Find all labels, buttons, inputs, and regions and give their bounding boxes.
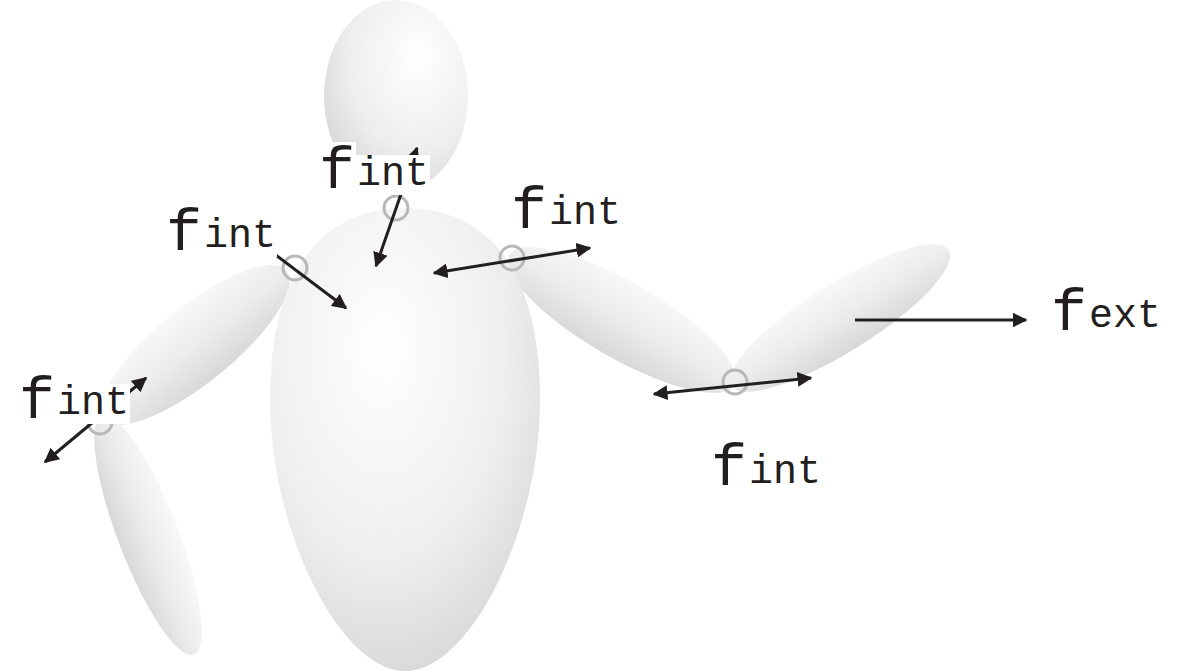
force-subscript: int [356,155,430,195]
forearm [713,221,966,414]
force-subscript: int [548,194,622,234]
force-arrow [45,378,146,462]
force-arrow [855,319,1026,322]
forearm [74,405,222,665]
force-symbol: f [165,204,203,264]
force-symbol: f [1050,284,1088,344]
force-subscript: int [203,217,277,257]
joint [723,370,747,394]
force-symbol: f [318,142,356,202]
force-subscript: ext [1088,297,1162,337]
force-arrow [434,248,590,273]
force-subscript: int [748,453,822,493]
torso [270,208,540,671]
force-symbol: f [710,439,748,499]
force-arrow [654,378,811,394]
force-symbol: f [510,182,548,242]
force-subscript: int [56,384,130,424]
force-symbol: f [18,372,56,432]
